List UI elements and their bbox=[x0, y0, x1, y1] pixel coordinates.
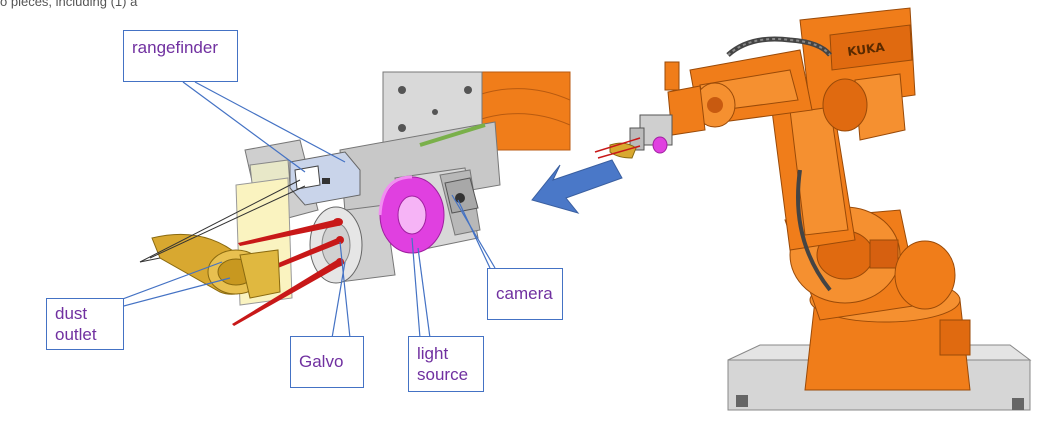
label-camera: camera bbox=[496, 284, 553, 303]
kuka-logo: KUKA bbox=[846, 40, 886, 59]
callout-galvo: Galvo bbox=[290, 336, 364, 388]
camera-body bbox=[444, 177, 479, 214]
label-light-source-line2: source bbox=[417, 365, 469, 384]
dust-outlet-body bbox=[151, 233, 281, 299]
direction-arrow bbox=[531, 159, 623, 214]
robot-wrist bbox=[667, 85, 706, 136]
callout-dust-outlet: dust outlet bbox=[46, 298, 124, 350]
label-light-source-line1: light bbox=[417, 344, 449, 363]
kuka-robot: KUKA bbox=[594, 7, 1032, 411]
label-rangefinder: rangefinder bbox=[132, 38, 219, 57]
light-source-ring bbox=[378, 175, 445, 254]
sensor-head-assembly bbox=[139, 71, 571, 326]
label-dust-outlet-line2: outlet bbox=[55, 325, 97, 344]
callout-light-source: light source bbox=[408, 336, 484, 392]
callout-camera: camera bbox=[487, 268, 563, 320]
caption-fragment: o pieces, including (1) a bbox=[0, 0, 138, 9]
callout-rangefinder: rangefinder bbox=[123, 30, 238, 82]
rangefinder-body bbox=[289, 151, 361, 206]
callout-leaders bbox=[119, 81, 496, 339]
label-galvo: Galvo bbox=[299, 352, 344, 371]
label-dust-outlet-line1: dust bbox=[55, 304, 88, 323]
mini-sensor-head bbox=[594, 114, 673, 159]
